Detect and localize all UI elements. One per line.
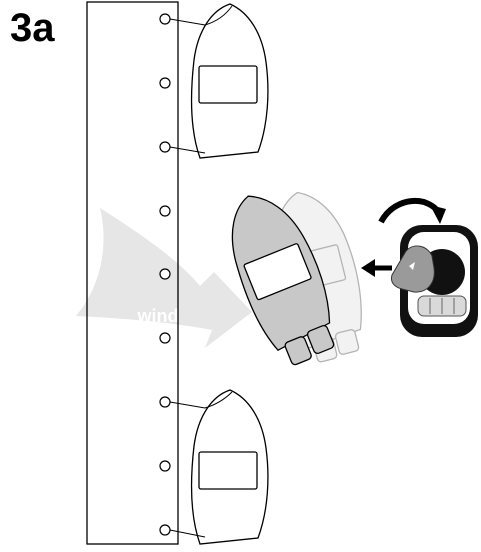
rotate-arrow-head xyxy=(430,205,446,224)
boat-engine xyxy=(284,336,312,366)
cleat xyxy=(159,141,171,153)
dock xyxy=(86,1,179,545)
cleat xyxy=(159,524,171,536)
cleat xyxy=(159,268,171,280)
mooring-line xyxy=(169,5,233,26)
boat-moving xyxy=(231,195,335,366)
boat-engine xyxy=(334,329,360,355)
boat-cabin xyxy=(243,243,312,301)
moored-boat-bottom xyxy=(169,389,269,545)
cleat xyxy=(159,13,171,25)
mooring-line xyxy=(169,529,206,538)
cleat xyxy=(159,332,171,344)
cleat xyxy=(159,460,171,472)
dock-cleats xyxy=(159,13,171,536)
mooring-line xyxy=(169,146,206,154)
cleat xyxy=(159,396,171,408)
wind-label: wind xyxy=(137,306,179,326)
figure-label: 3a xyxy=(10,6,55,50)
joystick-control-icon xyxy=(361,198,478,337)
boat-cabin xyxy=(198,451,258,490)
boat-engine xyxy=(306,324,335,354)
boat-cabin xyxy=(198,65,258,104)
cleat xyxy=(159,77,171,89)
cleat xyxy=(159,205,171,217)
left-arrow-head xyxy=(361,259,375,277)
moored-boat-top xyxy=(169,3,269,159)
joystick-arm-indicator xyxy=(409,262,415,270)
rotate-arrow-icon xyxy=(378,198,441,224)
mooring-line xyxy=(169,391,233,409)
